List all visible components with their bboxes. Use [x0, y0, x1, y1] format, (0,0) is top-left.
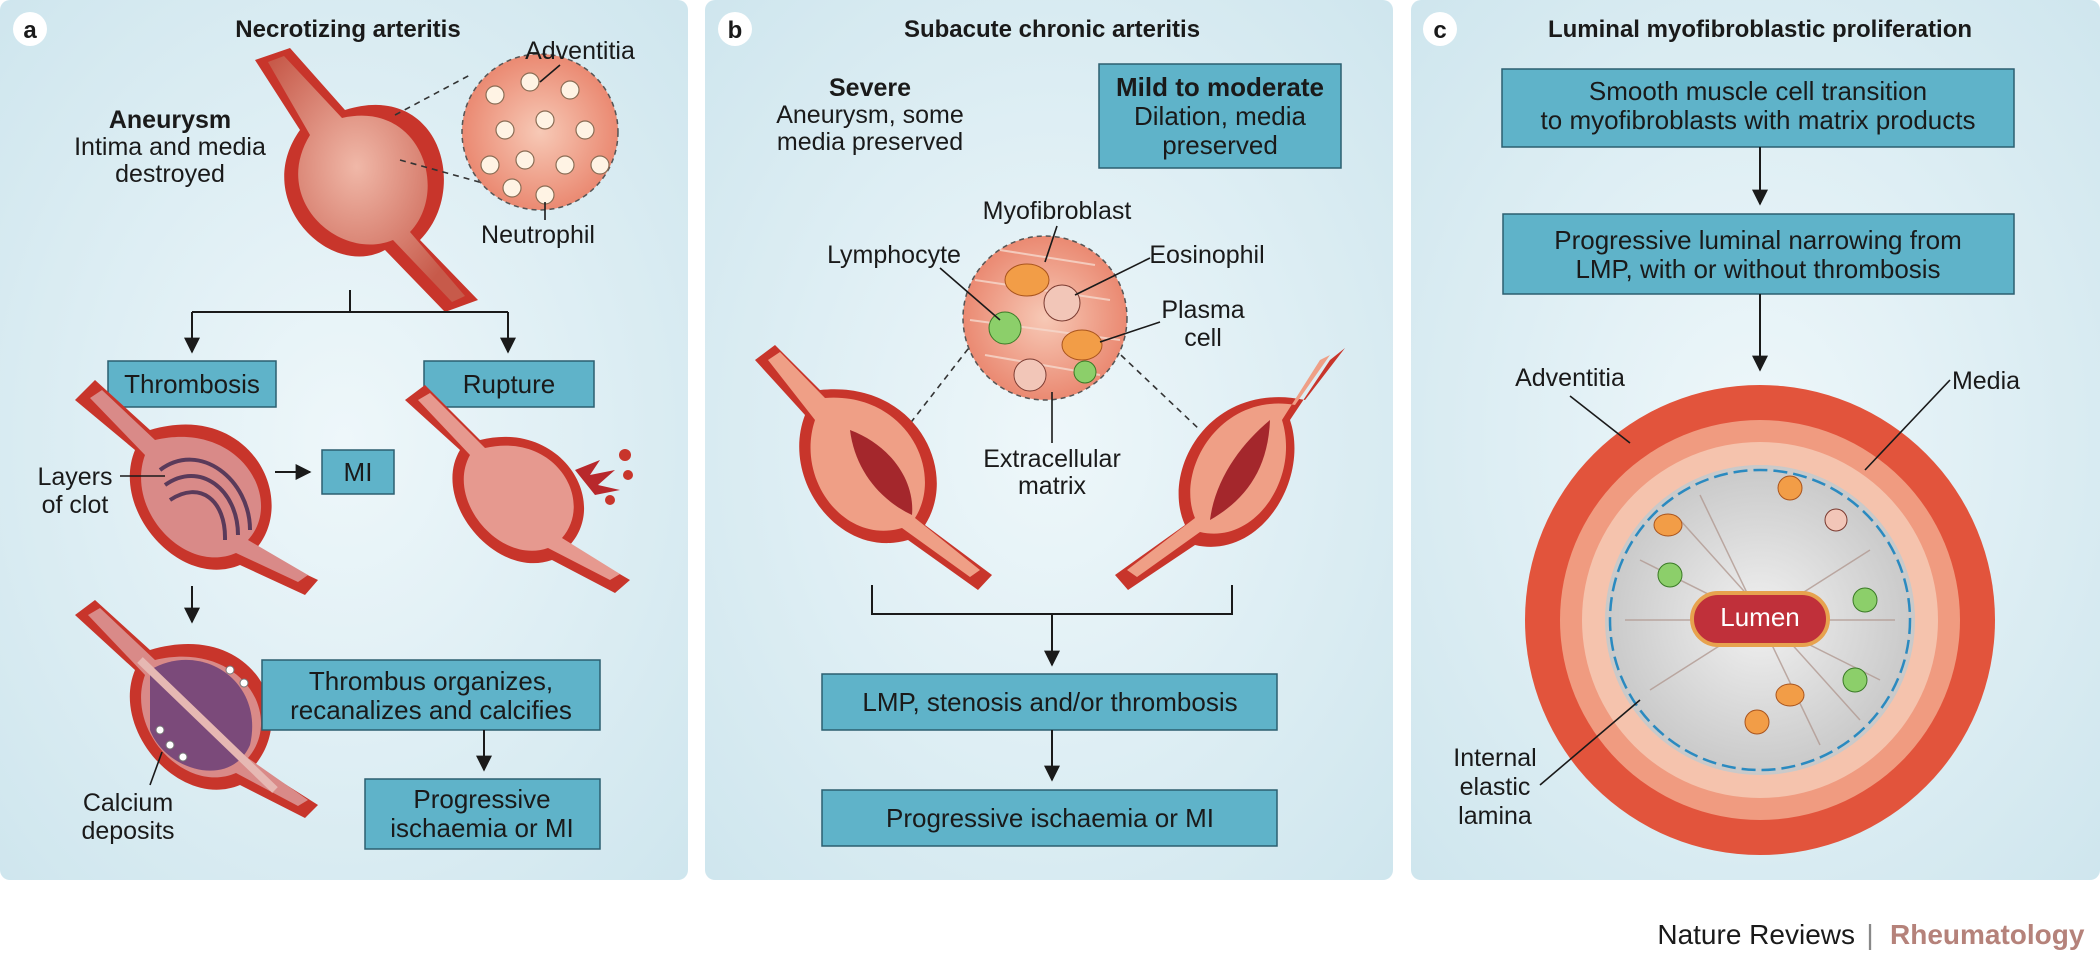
- box1-line2: to myofibroblasts with matrix products: [1541, 105, 1976, 135]
- panel-a: a Necrotizing arteritis Aneurysm Intima …: [0, 0, 688, 880]
- thrombus-organizes-box: [261, 659, 601, 731]
- panel-c-letter: c: [1433, 17, 1446, 44]
- media-label: Media: [1952, 367, 2020, 395]
- organizes-line1: Thrombus organizes,: [309, 666, 553, 696]
- luminal-narrowing-box: [1502, 213, 2015, 295]
- progressive-a-line2: ischaemia or MI: [390, 813, 574, 843]
- mild-line2: preserved: [1162, 130, 1278, 160]
- calcified-vessel: [75, 600, 318, 818]
- panel-c-letter-badge: [1423, 12, 1457, 46]
- inflammatory-cells-zoom: [962, 235, 1128, 401]
- eosinophil-label: Eosinophil: [1149, 241, 1264, 269]
- mild-aneurysm-vessel: [1115, 348, 1345, 590]
- thrombosed-vessel: [75, 380, 318, 595]
- calcium-line1: Calcium: [83, 789, 173, 817]
- layers-line2: of clot: [42, 491, 109, 519]
- iel-line3: lamina: [1458, 802, 1532, 830]
- calcium-line2: deposits: [81, 817, 174, 845]
- progressive-box-b: [821, 789, 1278, 847]
- aneurysm-line2: destroyed: [115, 160, 225, 188]
- lumen-label: Lumen: [1720, 602, 1800, 632]
- progressive-box-a: [364, 778, 601, 850]
- rupture-box: [423, 360, 595, 408]
- panel-b-title: Subacute chronic arteritis: [904, 16, 1200, 43]
- iel-line2: elastic: [1460, 773, 1531, 801]
- iel-line1: Internal: [1453, 744, 1536, 772]
- severe-line1: Aneurysm, some: [776, 101, 964, 129]
- neutrophil-label: Neutrophil: [481, 221, 595, 249]
- mi-box: [321, 449, 395, 495]
- ecm-line2: matrix: [1018, 472, 1087, 500]
- lmp-box-label: LMP, stenosis and/or thrombosis: [862, 687, 1237, 717]
- box2-line1: Progressive luminal narrowing from: [1554, 225, 1961, 255]
- panel-c: c Luminal myofibroblastic proliferation …: [1411, 0, 2100, 880]
- panel-c-title: Luminal myofibroblastic proliferation: [1548, 16, 1972, 43]
- panel-a-letter: a: [23, 17, 37, 44]
- organizes-line2: recanalizes and calcifies: [290, 695, 572, 725]
- severe-line2: media preserved: [777, 128, 963, 156]
- adventitia-label-c: Adventitia: [1515, 364, 1625, 392]
- smooth-muscle-transition-box: [1501, 68, 2015, 148]
- lumen: [1690, 591, 1830, 647]
- panel-a-letter-badge: [13, 12, 47, 46]
- ecm-line1: Extracellular: [983, 445, 1121, 473]
- thrombosis-box: [107, 360, 277, 408]
- mi-label: MI: [344, 457, 373, 487]
- severe-aneurysm-vessel: [755, 345, 992, 590]
- neutrophil-zoom: [461, 53, 619, 211]
- footer-credit: Nature Reviews | Rheumatology: [1657, 919, 2085, 950]
- mild-line1: Dilation, media: [1134, 101, 1307, 131]
- aneurysm-line1: Intima and media: [74, 133, 266, 161]
- journal-subject: Rheumatology: [1890, 919, 2085, 950]
- progressive-a-line1: Progressive: [413, 784, 550, 814]
- box1-line1: Smooth muscle cell transition: [1589, 76, 1927, 106]
- artery-cross-section: [1525, 385, 1995, 855]
- footer-separator: |: [1866, 919, 1873, 950]
- ruptured-vessel: [405, 385, 633, 593]
- myofibroblast-label: Myofibroblast: [983, 197, 1132, 225]
- severe-title: Severe: [829, 74, 911, 102]
- layers-line1: Layers: [37, 463, 112, 491]
- box2-line2: LMP, with or without thrombosis: [1575, 254, 1940, 284]
- aneurysm-illustration: [255, 48, 478, 312]
- lmp-stenosis-box: [821, 673, 1278, 731]
- panel-a-title: Necrotizing arteritis: [235, 16, 460, 43]
- thrombosis-label: Thrombosis: [124, 369, 260, 399]
- panel-b-letter-badge: [718, 12, 752, 46]
- plasma-line1: Plasma: [1161, 296, 1244, 324]
- aneurysm-title: Aneurysm: [109, 106, 231, 134]
- panel-b: b Subacute chronic arteritis Severe Aneu…: [705, 0, 1393, 880]
- progressive-b-label: Progressive ischaemia or MI: [886, 803, 1214, 833]
- plasma-line2: cell: [1184, 324, 1222, 352]
- mild-moderate-box: [1098, 63, 1342, 169]
- adventitia-label-a: Adventitia: [525, 37, 635, 65]
- journal-name: Nature Reviews: [1657, 919, 1855, 950]
- mild-title: Mild to moderate: [1116, 72, 1324, 102]
- lymphocyte-label: Lymphocyte: [827, 241, 961, 269]
- rupture-label: Rupture: [463, 369, 556, 399]
- panel-b-letter: b: [728, 17, 743, 44]
